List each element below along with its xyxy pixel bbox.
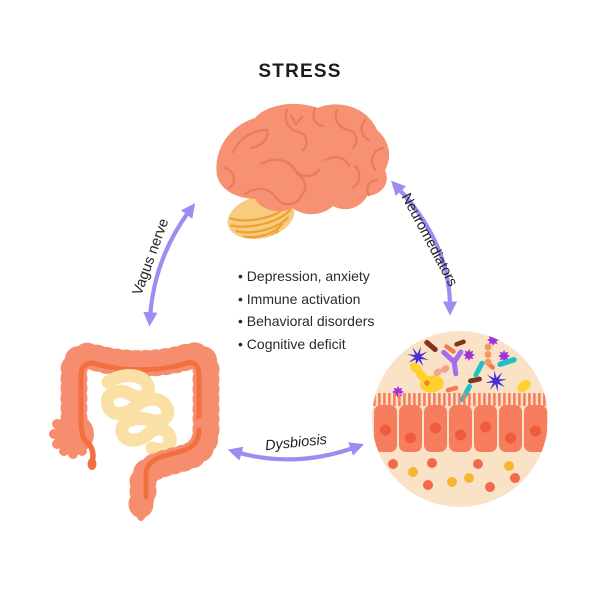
diagram-title: STRESS bbox=[258, 61, 342, 82]
dysbiosis-label: Dysbiosis bbox=[264, 431, 328, 455]
bacteria-rod-icon bbox=[445, 385, 459, 393]
intestines-icon bbox=[49, 342, 220, 521]
cerebrum bbox=[216, 103, 390, 215]
submucosa-dots-group bbox=[388, 458, 520, 492]
effects-list-item: Behavioral disorders bbox=[238, 313, 375, 329]
villi-band bbox=[372, 393, 548, 406]
brain-gyri-lines bbox=[223, 106, 385, 206]
effects-list-item: Depression, anxiety bbox=[238, 268, 374, 284]
neuromediators-label: Neuromediators bbox=[397, 190, 461, 290]
bacteria-flower-icon bbox=[498, 350, 510, 362]
sigmoid-rectum bbox=[128, 416, 220, 521]
epithelial-cells-group bbox=[374, 405, 547, 452]
colon-frame bbox=[60, 342, 220, 452]
bacteria-rod-icon bbox=[473, 360, 485, 378]
bacteria-rod-icon bbox=[468, 376, 482, 384]
effects-list-item: Immune activation bbox=[238, 291, 374, 307]
vagus-nerve-label: Vagus nerve bbox=[129, 216, 173, 298]
effects-list-item: Cognitive deficit bbox=[238, 336, 374, 352]
brain-icon bbox=[216, 103, 390, 241]
microbes-group bbox=[392, 334, 531, 403]
appendix bbox=[85, 440, 97, 470]
bacteria-chain-icon bbox=[484, 343, 492, 366]
bacteria-pill-pair-icon bbox=[433, 365, 450, 377]
effects-list: Depression, anxiety Immune activation Be… bbox=[238, 268, 375, 358]
bacteria-star-icon bbox=[485, 370, 507, 392]
bacteria-flower-icon bbox=[463, 349, 475, 361]
bacteria-oval-icon bbox=[517, 380, 531, 392]
bacteria-cell-icon bbox=[420, 375, 444, 393]
bacteria-star-icon bbox=[407, 346, 429, 368]
bacteria-branch-icon bbox=[441, 349, 464, 377]
microbiome-circle-icon bbox=[372, 331, 548, 507]
bacteria-rod-icon bbox=[444, 344, 456, 354]
bacteria-rod-icon bbox=[454, 339, 466, 347]
small-intestine bbox=[100, 369, 177, 456]
bacteria-rod-icon bbox=[424, 339, 438, 353]
bacteria-rod-icon bbox=[497, 357, 517, 368]
